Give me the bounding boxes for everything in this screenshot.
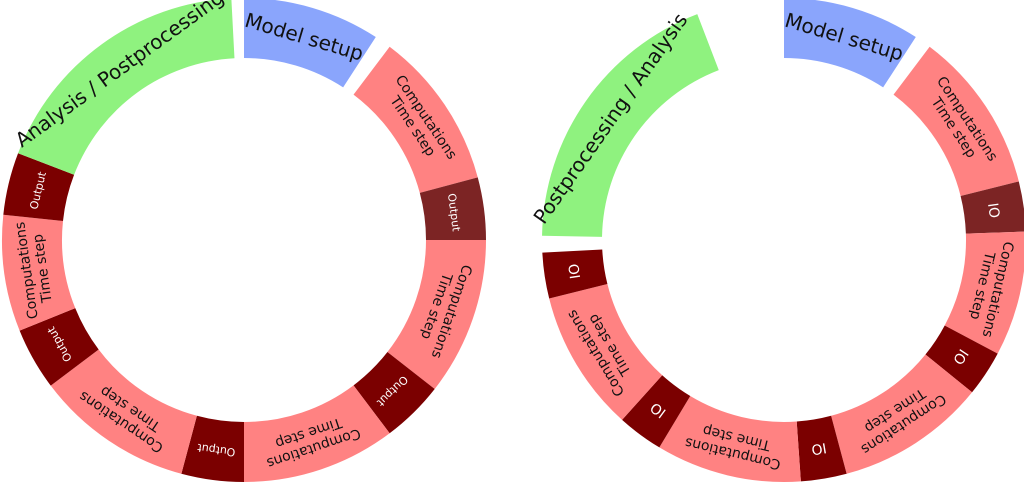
- left-cycle-arc-0: [244, 0, 376, 88]
- right-cycle-label-11: Postprocessing / Analysis: [528, 9, 692, 229]
- left-cycle-label-6: Output: [196, 441, 236, 459]
- right-cycle-segment-9-compute: ComputationsTime step: [549, 284, 663, 420]
- right-cycle-segment-1-compute: ComputationsTime step: [893, 46, 1019, 196]
- left-cycle-arc-6: [181, 415, 244, 482]
- left-cycle-arc-7: [50, 349, 197, 474]
- right-cycle-segment-8-io: IO: [622, 375, 691, 448]
- left-cycle-segment-11-analysis: Analysis / Postprocessing: [11, 0, 235, 175]
- right-cycle-label-11-line-0: Postprocessing / Analysis: [528, 9, 692, 229]
- right-cycle-label-6: IO: [810, 439, 828, 457]
- left-cycle-arc-5: [244, 385, 390, 482]
- left-cycle-segment-3-compute: ComputationsTime step: [387, 240, 486, 389]
- left-cycle-segment-4-io: Output: [353, 352, 435, 434]
- left-cycle-arc-9: [2, 214, 76, 331]
- right-cycle-segment-4-io: IO: [925, 325, 998, 393]
- left-cycle-arc-2: [419, 177, 486, 240]
- left-cycle-segment-9-compute: ComputationsTime step: [2, 214, 76, 331]
- left-cycle-arc-4: [353, 352, 435, 434]
- left-cycle-segment-7-compute: ComputationsTime step: [50, 349, 197, 474]
- right-cycle-arc-1: [893, 46, 1019, 196]
- left-cycle-segment-1-compute: ComputationsTime step: [353, 46, 478, 193]
- right-cycle-arc-8: [622, 375, 691, 448]
- right-cycle-segment-6-io: IO: [796, 415, 847, 482]
- right-cycle-arc-0: [784, 0, 916, 88]
- left-cycle-label-11-line-0: Analysis / Postprocessing: [11, 0, 229, 152]
- right-cycle-segment-7-compute: ComputationsTime step: [659, 396, 801, 482]
- left-cycle-segment-2-io-mid: Output: [419, 177, 486, 240]
- right-cycle-label-2-line-0: IO: [984, 202, 1002, 219]
- right-cycle-arc-6: [796, 415, 847, 482]
- left-cycle-arc-1: [353, 46, 478, 193]
- left-cycle-arc-11: [18, 0, 235, 175]
- right-cycle-segment-11-analysis: Postprocessing / Analysis: [528, 9, 719, 237]
- left-cycle-arc-8: [19, 308, 99, 386]
- left-cycle-label-2-line-0: Output: [445, 193, 463, 233]
- left-cycle-arc-10: [3, 153, 75, 221]
- left-cycle-label-6-line-0: Output: [196, 441, 236, 459]
- left-cycle-segment-0-model: Model setup: [242, 0, 376, 88]
- left-cycle-label-11: Analysis / Postprocessing: [11, 0, 229, 152]
- right-cycle-arc-5: [831, 354, 973, 474]
- right-cycle-segment-3-compute: ComputationsTime step: [944, 231, 1024, 354]
- left-cycle-label-2: Output: [445, 193, 463, 233]
- right-cycle-label-2: IO: [984, 202, 1002, 219]
- right-cycle-arc-9: [549, 284, 663, 420]
- right-cycle-label-4: IO: [949, 346, 971, 367]
- left-cycle-segment-8-io: Output: [19, 308, 99, 386]
- right-cycle-arc-4: [925, 325, 998, 393]
- left-cycle-segment-5-compute: ComputationsTime step: [244, 385, 390, 482]
- right-cycle-arc-2: [960, 181, 1024, 234]
- right-cycle-segment-0-model: Model setup: [782, 0, 916, 88]
- left-cycle-segment-6-io: Output: [181, 415, 244, 482]
- right-cycle-label-4-line-0: IO: [949, 346, 971, 367]
- right-cycle-segment-2-io-mid: IO: [960, 181, 1024, 234]
- right-cycle-arc-11: [542, 14, 719, 237]
- right-cycle-arc-7: [659, 396, 801, 482]
- right-cycle-arc-10: [542, 249, 608, 299]
- right-cycle-label-10-line-0: IO: [566, 263, 584, 280]
- left-cycle-arc-3: [387, 240, 486, 389]
- right-cycle-label-6-line-0: IO: [810, 439, 828, 457]
- right-cycle-label-10: IO: [566, 263, 584, 280]
- right-cycle-segment-10-io: IO: [542, 249, 608, 299]
- left-cycle-segment-10-io: Output: [3, 153, 75, 221]
- right-cycle-arc-3: [944, 231, 1024, 354]
